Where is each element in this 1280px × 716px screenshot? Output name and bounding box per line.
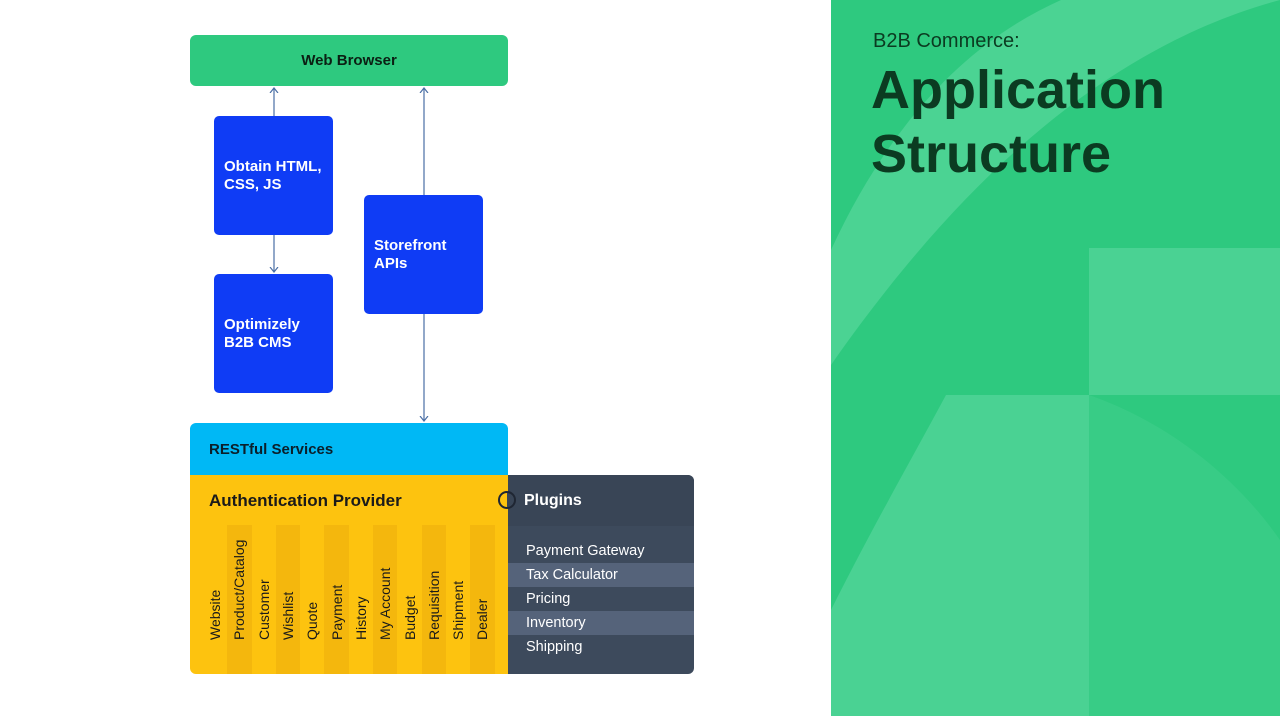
obtain-html-css-js-box: Obtain HTML, CSS, JS <box>214 116 333 235</box>
obtain-label: Obtain HTML, CSS, JS <box>224 157 322 193</box>
slide-title: Application Structure <box>871 58 1271 186</box>
storefront-apis-box: Storefront APIs <box>364 195 483 314</box>
plugins-title: Plugins <box>524 492 582 509</box>
restful-label: RESTful Services <box>209 440 334 458</box>
auth-item-label: Requisition <box>425 570 442 640</box>
auth-item: Wishlist <box>275 525 301 674</box>
auth-item-label: Quote <box>304 601 321 640</box>
auth-item: My Account <box>373 525 398 674</box>
auth-item-label: My Account <box>377 567 394 640</box>
plugin-item: Shipping <box>526 639 583 655</box>
auth-item: Dealer <box>470 525 495 674</box>
authentication-provider-box: Authentication Provider Website Product/… <box>190 475 508 674</box>
auth-item-label: Product/Catalog <box>231 539 248 640</box>
auth-item: Website <box>203 525 227 674</box>
auth-item: Budget <box>397 525 421 674</box>
web-browser-box: Web Browser <box>190 35 508 86</box>
title-panel: B2B Commerce: Application Structure <box>831 0 1280 716</box>
auth-item: Customer <box>252 525 276 674</box>
cms-label: Optimizely B2B CMS <box>224 315 300 351</box>
plugin-item: Pricing <box>526 591 571 607</box>
plugin-item: Tax Calculator <box>508 563 694 587</box>
restful-services-box: RESTful Services <box>190 423 508 475</box>
slide-title-line-1: Application <box>871 60 1165 120</box>
plugin-item: Payment Gateway <box>526 543 645 559</box>
slide-subtitle: B2B Commerce: <box>873 30 1020 52</box>
auth-item-label: History <box>352 596 369 640</box>
auth-item: Product/Catalog <box>227 525 252 674</box>
decorative-shapes <box>831 0 1280 716</box>
plugins-header: Plugins <box>508 475 694 526</box>
auth-items: Website Product/Catalog Customer Wishlis… <box>203 525 508 674</box>
auth-item-label: Wishlist <box>280 591 297 640</box>
auth-item: Payment <box>324 525 349 674</box>
plugin-list: Payment Gateway Tax Calculator Pricing I… <box>508 539 694 659</box>
auth-item: Requisition <box>421 525 446 674</box>
auth-item: Quote <box>300 525 324 674</box>
auth-item-label: Dealer <box>474 598 491 640</box>
auth-item: History <box>349 525 373 674</box>
plugins-box: Plugins Payment Gateway Tax Calculator P… <box>508 475 694 674</box>
web-browser-label: Web Browser <box>301 52 397 69</box>
auth-item: Shipment <box>446 525 470 674</box>
auth-item-label: Payment <box>328 584 345 640</box>
auth-item-label: Budget <box>401 595 418 640</box>
auth-item-label: Website <box>207 589 224 640</box>
auth-item-label: Customer <box>255 579 272 640</box>
auth-provider-title: Authentication Provider <box>209 491 402 510</box>
storefront-label: Storefront APIs <box>374 236 447 272</box>
plugin-item: Inventory <box>508 611 694 635</box>
connector-dot-icon <box>498 491 516 509</box>
slide-title-line-2: Structure <box>871 124 1112 184</box>
optimizely-cms-box: Optimizely B2B CMS <box>214 274 333 393</box>
auth-item-label: Shipment <box>450 580 467 640</box>
